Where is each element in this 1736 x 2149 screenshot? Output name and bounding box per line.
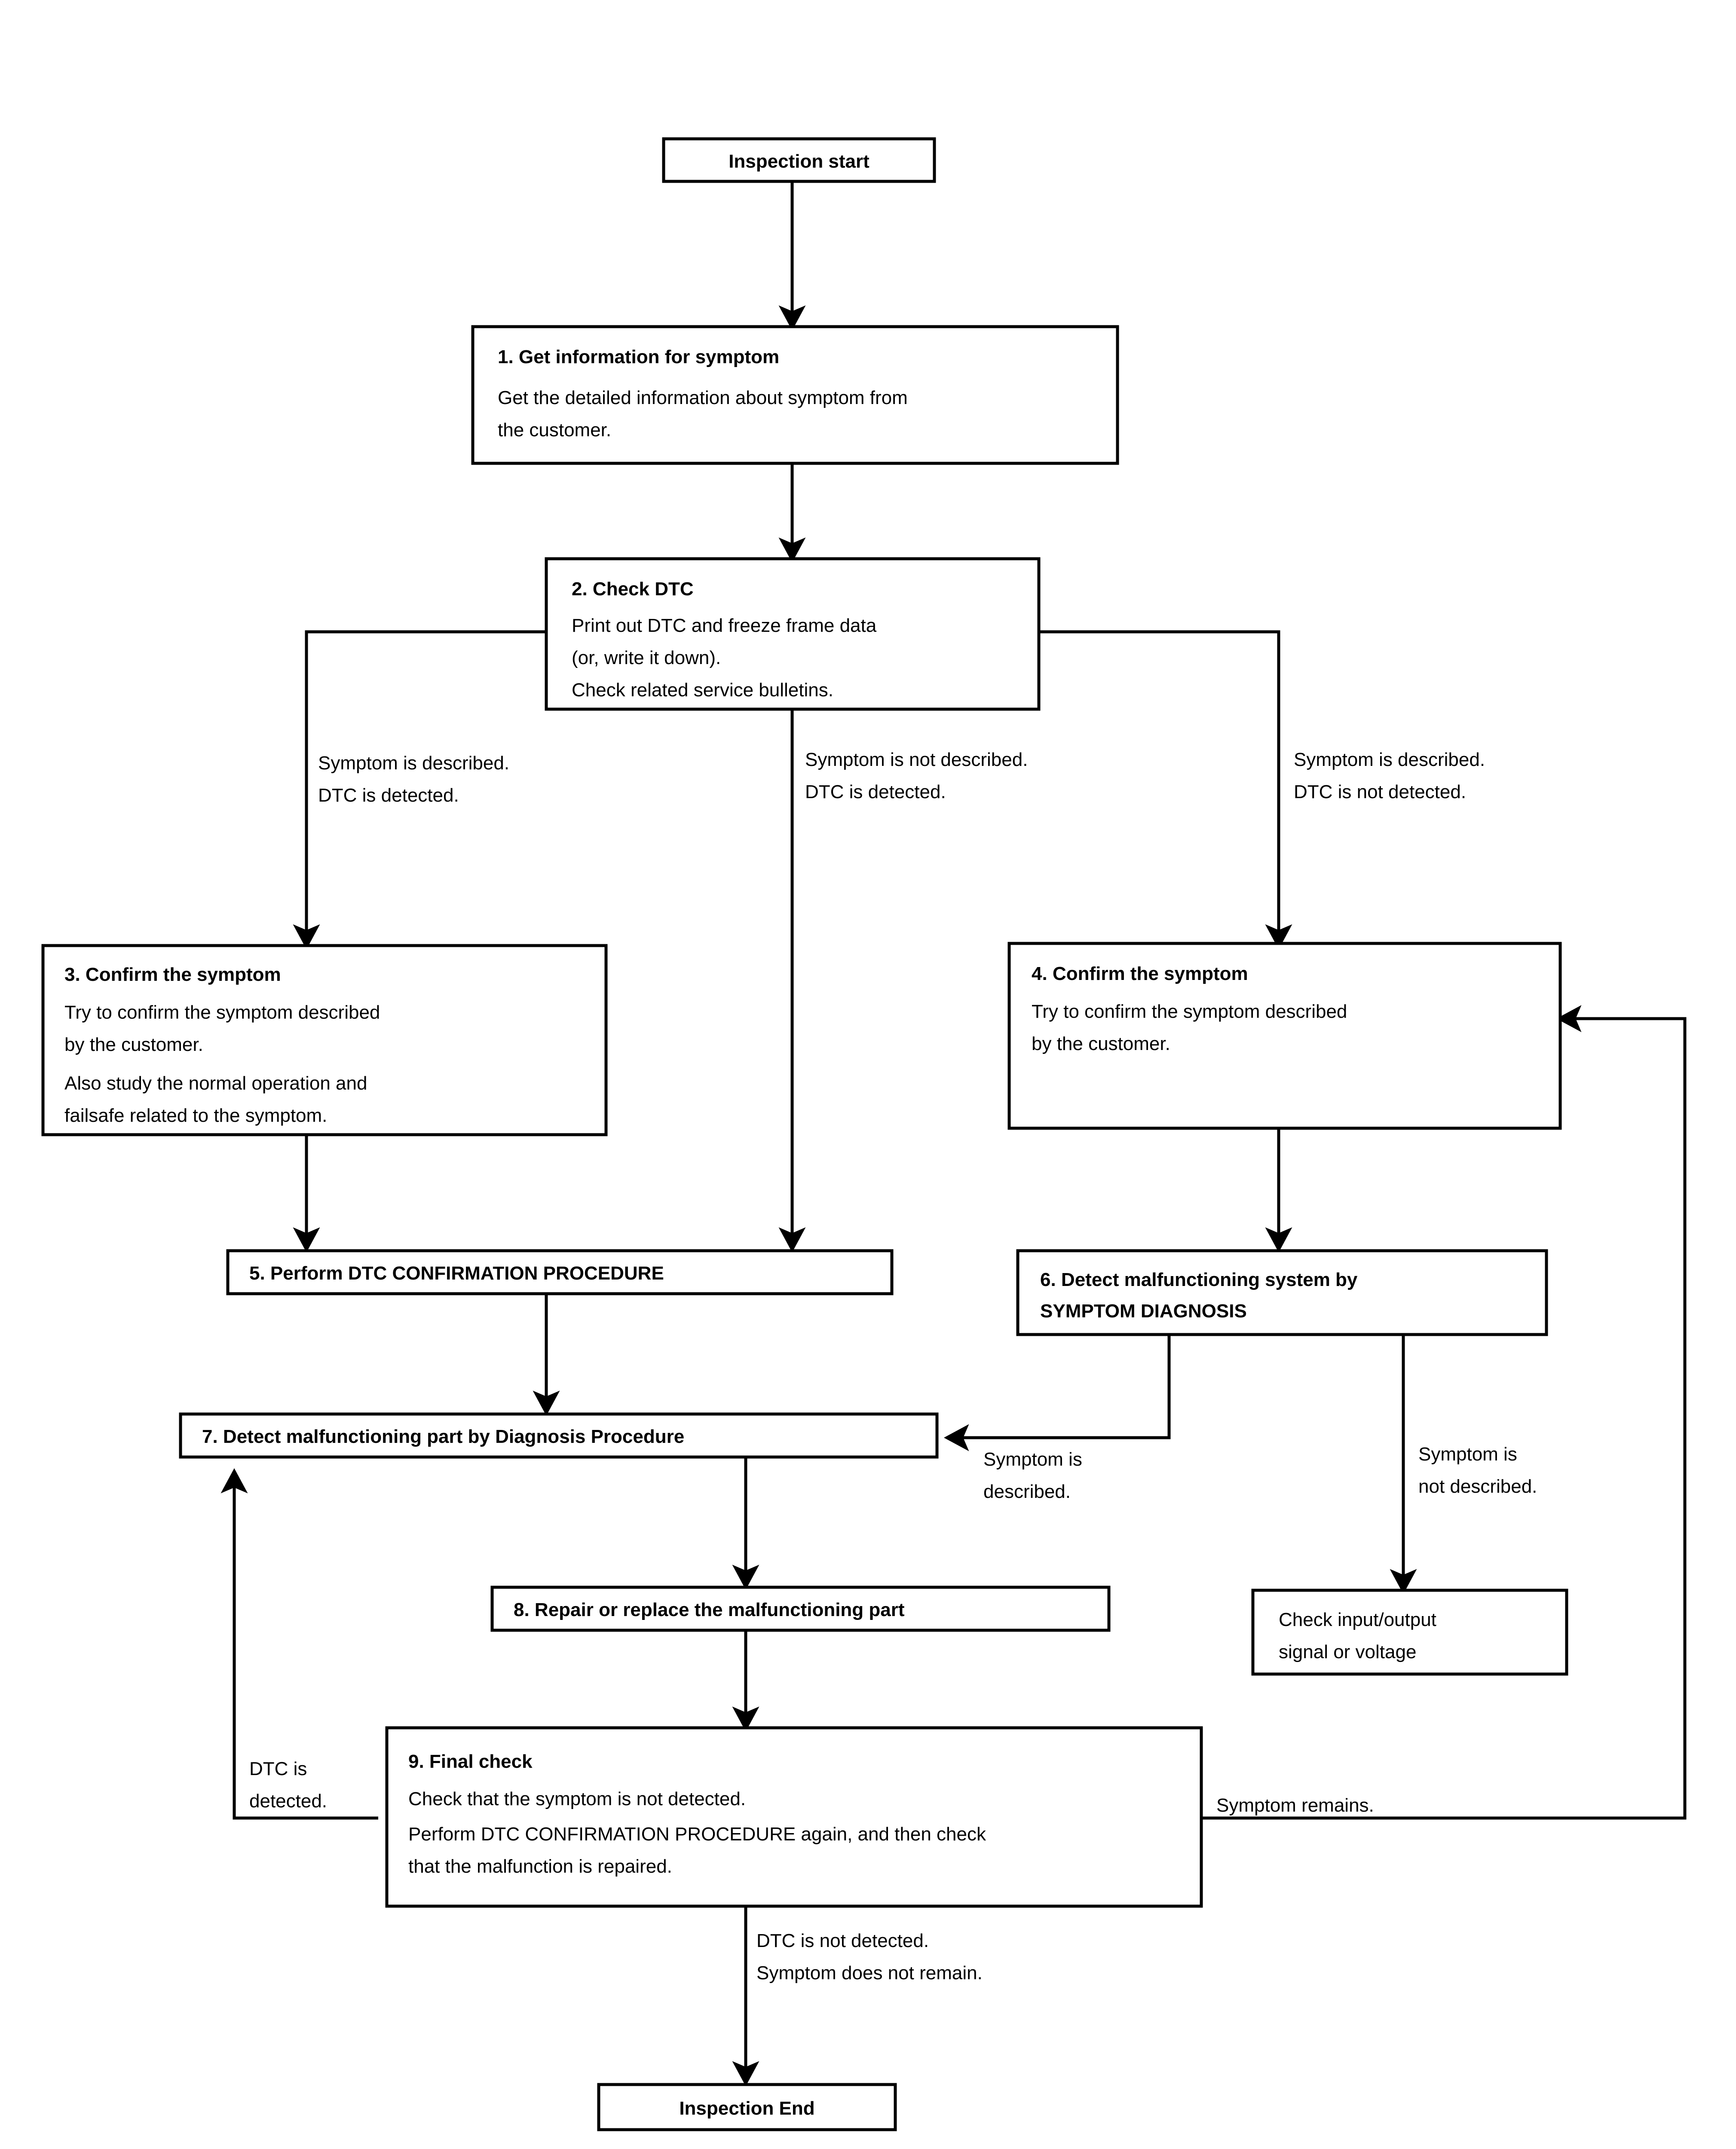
node-check-io-line1: Check input/output	[1279, 1609, 1436, 1630]
node-inspection-end-label: Inspection End	[679, 2098, 814, 2119]
node-step3[interactable]: 3. Confirm the symptom Try to confirm th…	[41, 944, 608, 1136]
node-check-io-line2: signal or voltage	[1279, 1641, 1416, 1662]
edge-label-dtc-detected-loop-line2: detected.	[249, 1791, 327, 1812]
edge-label-branch-right: Symptom is described. DTC is not detecte…	[1294, 749, 1485, 802]
edge-label-branch-left: Symptom is described. DTC is detected.	[318, 753, 509, 806]
edge-label-branch-right-line1: Symptom is described.	[1294, 749, 1485, 770]
node-step6-title-line2: SYMPTOM DIAGNOSIS	[1040, 1301, 1247, 1322]
node-step1-title: 1. Get information for symptom	[498, 346, 779, 367]
node-step4-box	[1007, 942, 1562, 1130]
edge-label-branch-middle: Symptom is not described. DTC is detecte…	[805, 749, 1028, 802]
node-step1-line1: Get the detailed information about sympt…	[498, 387, 908, 408]
edge-label-dtc-detected-loop: DTC is detected.	[249, 1758, 327, 1812]
node-inspection-start[interactable]: Inspection start	[662, 137, 936, 183]
node-step2-line3: Check related service bulletins.	[572, 680, 833, 701]
node-step8-title: 8. Repair or replace the malfunctioning …	[514, 1599, 905, 1620]
node-step2-line1: Print out DTC and freeze frame data	[572, 615, 877, 636]
node-step6-box	[1016, 1249, 1548, 1336]
node-step2[interactable]: 2. Check DTC Print out DTC and freeze fr…	[545, 557, 1041, 711]
node-inspection-start-label: Inspection start	[729, 151, 870, 172]
node-step6[interactable]: 6. Detect malfunctioning system by SYMPT…	[1016, 1249, 1548, 1336]
node-inspection-end-box	[597, 2083, 897, 2131]
node-inspection-start-box	[662, 137, 936, 183]
edge-label-final-pass-line2: Symptom does not remain.	[756, 1962, 983, 1984]
node-step7[interactable]: 7. Detect malfunctioning part by Diagnos…	[179, 1412, 939, 1459]
edge-label-symptom-remains-line1: Symptom remains.	[1216, 1795, 1374, 1816]
node-step8-box	[490, 1586, 1111, 1632]
node-step8[interactable]: 8. Repair or replace the malfunctioning …	[490, 1586, 1111, 1632]
node-step1-box	[471, 325, 1119, 465]
node-step3-line3: Also study the normal operation and	[64, 1073, 367, 1094]
edge-label-branch-left-line2: DTC is detected.	[318, 785, 459, 806]
edge-label-final-pass-line1: DTC is not detected.	[756, 1930, 929, 1951]
node-step9-line2: Perform DTC CONFIRMATION PROCEDURE again…	[408, 1824, 986, 1845]
node-step3-box	[41, 944, 608, 1136]
node-step3-line4: failsafe related to the symptom.	[64, 1105, 327, 1126]
node-step2-title: 2. Check DTC	[572, 579, 694, 600]
node-check-io[interactable]: Check input/output signal or voltage	[1251, 1589, 1568, 1676]
node-step9-line3: that the malfunction is repaired.	[408, 1856, 672, 1877]
edge-label-symptom-remains: Symptom remains.	[1216, 1795, 1374, 1816]
edge-step2-branch-left	[293, 630, 546, 949]
node-step4-line1: Try to confirm the symptom described	[1032, 1001, 1347, 1022]
node-step5-box	[226, 1249, 894, 1295]
edge-label-from-step6-described-line2: described.	[983, 1481, 1071, 1502]
edge-label-final-pass: DTC is not detected. Symptom does not re…	[756, 1930, 983, 1984]
edge-step9-loop-to-step7	[220, 1468, 378, 1820]
node-step2-box	[545, 557, 1041, 711]
node-step5-title: 5. Perform DTC CONFIRMATION PROCEDURE	[249, 1263, 664, 1284]
node-step3-line1: Try to confirm the symptom described	[64, 1002, 380, 1023]
node-step2-line2: (or, write it down).	[572, 647, 721, 668]
node-inspection-end[interactable]: Inspection End	[597, 2083, 897, 2131]
edge-step2-branch-right	[1039, 630, 1292, 949]
edge-label-from-step6-not-described: Symptom is not described.	[1418, 1444, 1537, 1497]
node-step6-title-line1: 6. Detect malfunctioning system by	[1040, 1269, 1358, 1290]
edge-label-branch-middle-line1: Symptom is not described.	[805, 749, 1028, 770]
node-step9-title: 9. Final check	[408, 1751, 533, 1772]
edge-step6-to-step7	[944, 1335, 1171, 1451]
node-step1-line2: the customer.	[498, 419, 611, 441]
edge-label-from-step6-described: Symptom is described.	[983, 1449, 1082, 1502]
node-step7-box	[179, 1412, 939, 1459]
node-step1[interactable]: 1. Get information for symptom Get the d…	[471, 325, 1119, 465]
edge-label-from-step6-not-described-line1: Symptom is	[1418, 1444, 1517, 1465]
node-step9[interactable]: 9. Final check Check that the symptom is…	[385, 1726, 1203, 1908]
node-step4[interactable]: 4. Confirm the symptom Try to confirm th…	[1007, 942, 1562, 1130]
node-step3-title: 3. Confirm the symptom	[64, 964, 281, 985]
edge-label-from-step6-described-line1: Symptom is	[983, 1449, 1082, 1470]
edge-step9-loop-to-step4	[1199, 1005, 1687, 1820]
node-step3-line2: by the customer.	[64, 1034, 203, 1055]
node-step7-title: 7. Detect malfunctioning part by Diagnos…	[202, 1426, 684, 1447]
node-step9-box	[385, 1726, 1203, 1908]
edge-label-branch-left-line1: Symptom is described.	[318, 753, 509, 774]
node-step4-line2: by the customer.	[1032, 1033, 1170, 1054]
node-step4-title: 4. Confirm the symptom	[1032, 963, 1248, 984]
node-step9-line1: Check that the symptom is not detected.	[408, 1788, 746, 1809]
edge-label-from-step6-not-described-line2: not described.	[1418, 1476, 1537, 1497]
node-step5[interactable]: 5. Perform DTC CONFIRMATION PROCEDURE	[226, 1249, 894, 1295]
edge-label-branch-right-line2: DTC is not detected.	[1294, 781, 1466, 802]
edge-label-dtc-detected-loop-line1: DTC is	[249, 1758, 307, 1779]
node-check-io-box	[1251, 1589, 1568, 1676]
edge-label-branch-middle-line2: DTC is detected.	[805, 781, 946, 802]
